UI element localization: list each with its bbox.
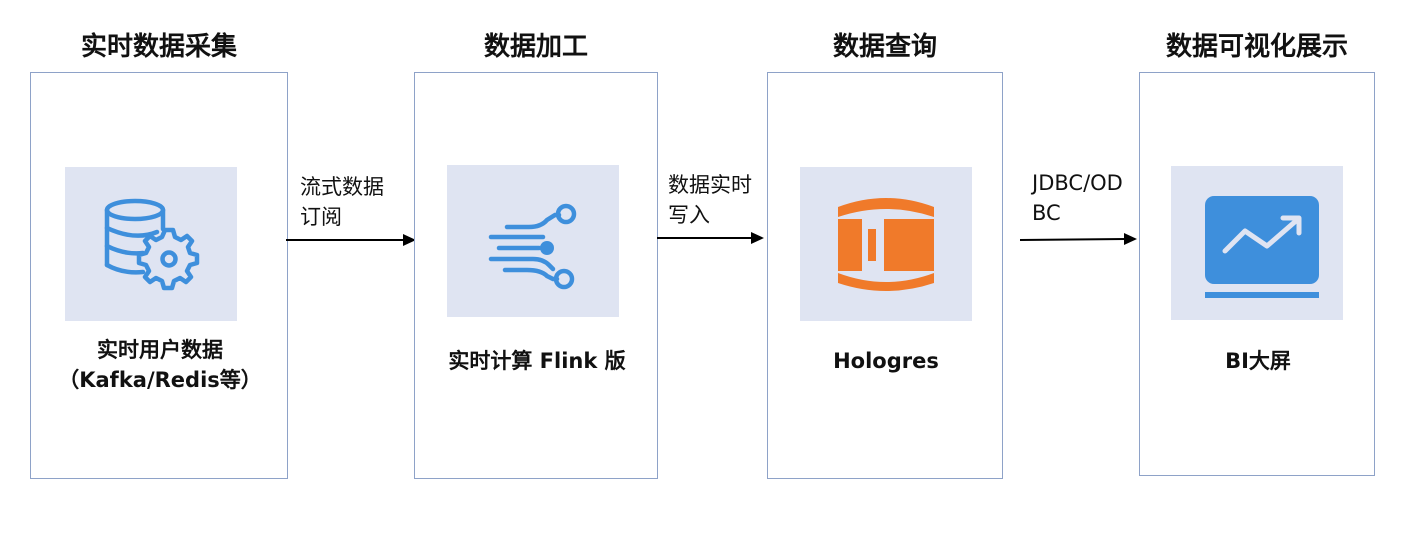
stage-title-data-processing: 数据加工 bbox=[483, 32, 588, 62]
arrow-label-stream-subscribe-2: 订阅 bbox=[300, 205, 342, 229]
hologres-logo-icon-tile bbox=[800, 167, 972, 321]
database-gear-icon bbox=[104, 198, 200, 291]
arrow-realtime-write bbox=[657, 232, 764, 244]
database-gear-icon-tile bbox=[65, 167, 237, 321]
stage-title-data-query: 数据查询 bbox=[832, 32, 937, 62]
hologres-logo-icon bbox=[838, 198, 934, 291]
arrow-jdbc-odbc bbox=[1020, 233, 1137, 245]
arrow-label-stream-subscribe-1: 流式数据 bbox=[300, 175, 384, 199]
stage-title-data-visualization: 数据可视化展示 bbox=[1165, 32, 1348, 62]
arrow-label-jdbc-odbc-1: JDBC/OD bbox=[1032, 171, 1123, 195]
stage-box-data-visualization: BI大屏 bbox=[1139, 72, 1375, 476]
caption-data-processing: 实时计算 Flink 版 bbox=[448, 349, 626, 373]
caption-data-query: Hologres bbox=[833, 349, 939, 373]
stage-box-data-processing: 实时计算 Flink 版 bbox=[414, 72, 658, 479]
arrow-label-realtime-write-2: 写入 bbox=[668, 203, 710, 227]
trend-chart-icon-tile bbox=[1171, 166, 1343, 320]
caption-line2-data-collection: （Kafka/Redis等） bbox=[58, 368, 262, 392]
caption-line1-data-collection: 实时用户数据 bbox=[97, 338, 223, 362]
caption-data-visualization: BI大屏 bbox=[1225, 349, 1291, 373]
stage-title-data-collection: 实时数据采集 bbox=[80, 32, 237, 62]
stream-nodes-icon bbox=[488, 203, 577, 290]
trend-chart-icon bbox=[1205, 196, 1319, 298]
arrow-label-jdbc-odbc-2: BC bbox=[1032, 201, 1061, 225]
arrow-stream-subscribe bbox=[286, 234, 416, 246]
arrow-label-realtime-write-1: 数据实时 bbox=[668, 173, 752, 197]
stage-box-data-collection: 实时用户数据 （Kafka/Redis等） bbox=[30, 72, 288, 479]
stage-box-data-query: Hologres bbox=[767, 72, 1003, 479]
stream-nodes-icon-tile bbox=[447, 165, 619, 317]
